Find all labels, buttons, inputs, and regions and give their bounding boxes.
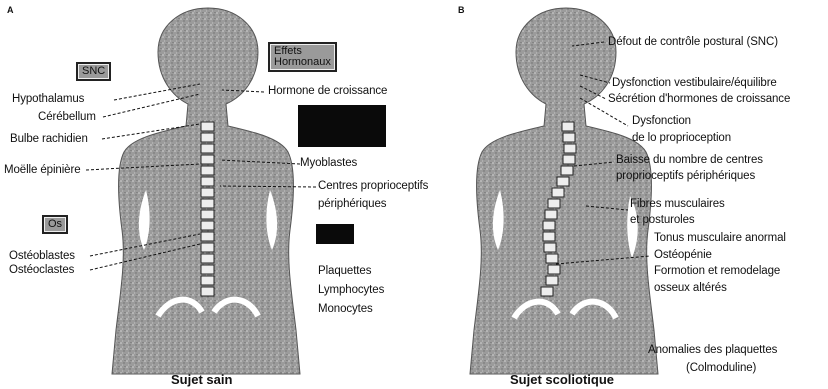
label-osteoclastes: Ostéoclastes xyxy=(9,264,74,277)
label-et-posturales: et posturoles xyxy=(630,214,695,227)
effets-hormonaux-box-label: Effets Hormonaux xyxy=(268,42,337,72)
label-peripheriques: périphériques xyxy=(318,198,386,211)
label-dysfonction-vestibulaire: Dysfonction vestibulaire/équilibre xyxy=(612,77,777,90)
label-plaquettes: Plaquettes xyxy=(318,265,371,278)
label-dysfonction: Dysfonction xyxy=(632,115,691,128)
label-hypothalamus: Hypothalamus xyxy=(12,93,84,106)
label-anomalies-plaquettes: Anomalies des plaquettes xyxy=(648,344,777,357)
label-formation-remodelage: Formotion et remodelage xyxy=(654,265,780,278)
label-de-la-proprioception: de lo proprioception xyxy=(632,132,731,145)
label-monocytes: Monocytes xyxy=(318,303,373,316)
label-osteoblastes: Ostéoblastes xyxy=(9,250,75,263)
label-proprioceptifs-peripheriques: proprioceptifs périphériques xyxy=(616,170,755,183)
label-centres-proprioceptifs: Centres proprioceptifs xyxy=(318,180,428,193)
label-hormone-croissance: Hormone de croissance xyxy=(268,85,387,98)
label-secretion-hormones: Sécrétion d'hormones de croissance xyxy=(608,93,790,106)
label-myoblastes: Myoblastes xyxy=(300,157,357,170)
redacted-block-2 xyxy=(316,224,354,244)
caption-sujet-sain: Sujet sain xyxy=(171,372,232,387)
label-bulbe-rachidien: Bulbe rachidien xyxy=(10,133,88,146)
label-osteopenie: Ostéopénie xyxy=(654,249,712,262)
label-osseux-alteres: osseux altérés xyxy=(654,282,727,295)
label-defaut-controle-postural: Défout de contrôle postural (SNC) xyxy=(608,36,778,49)
effets-line2: Hormonaux xyxy=(274,57,331,68)
label-lymphocytes: Lymphocytes xyxy=(318,284,384,297)
os-box-label: Os xyxy=(42,215,68,234)
label-moelle-epiniere: Moëlle épinière xyxy=(4,164,81,177)
redacted-block-1 xyxy=(298,105,386,147)
label-cerebellum: Cérébellum xyxy=(38,111,96,124)
label-baisse-nombre-centres: Baisse du nombre de centres xyxy=(616,154,763,167)
snc-box-label: SNC xyxy=(76,62,111,81)
label-calmoduline: (Colmoduline) xyxy=(686,362,756,375)
caption-sujet-scoliotique: Sujet scoliotique xyxy=(510,372,614,387)
label-fibres-musculaires: Fibres musculaires xyxy=(630,198,725,211)
label-tonus-musculaire: Tonus musculaire anormal xyxy=(654,232,786,245)
panel-letter-a: A xyxy=(7,5,14,15)
panel-letter-b: B xyxy=(458,5,465,15)
